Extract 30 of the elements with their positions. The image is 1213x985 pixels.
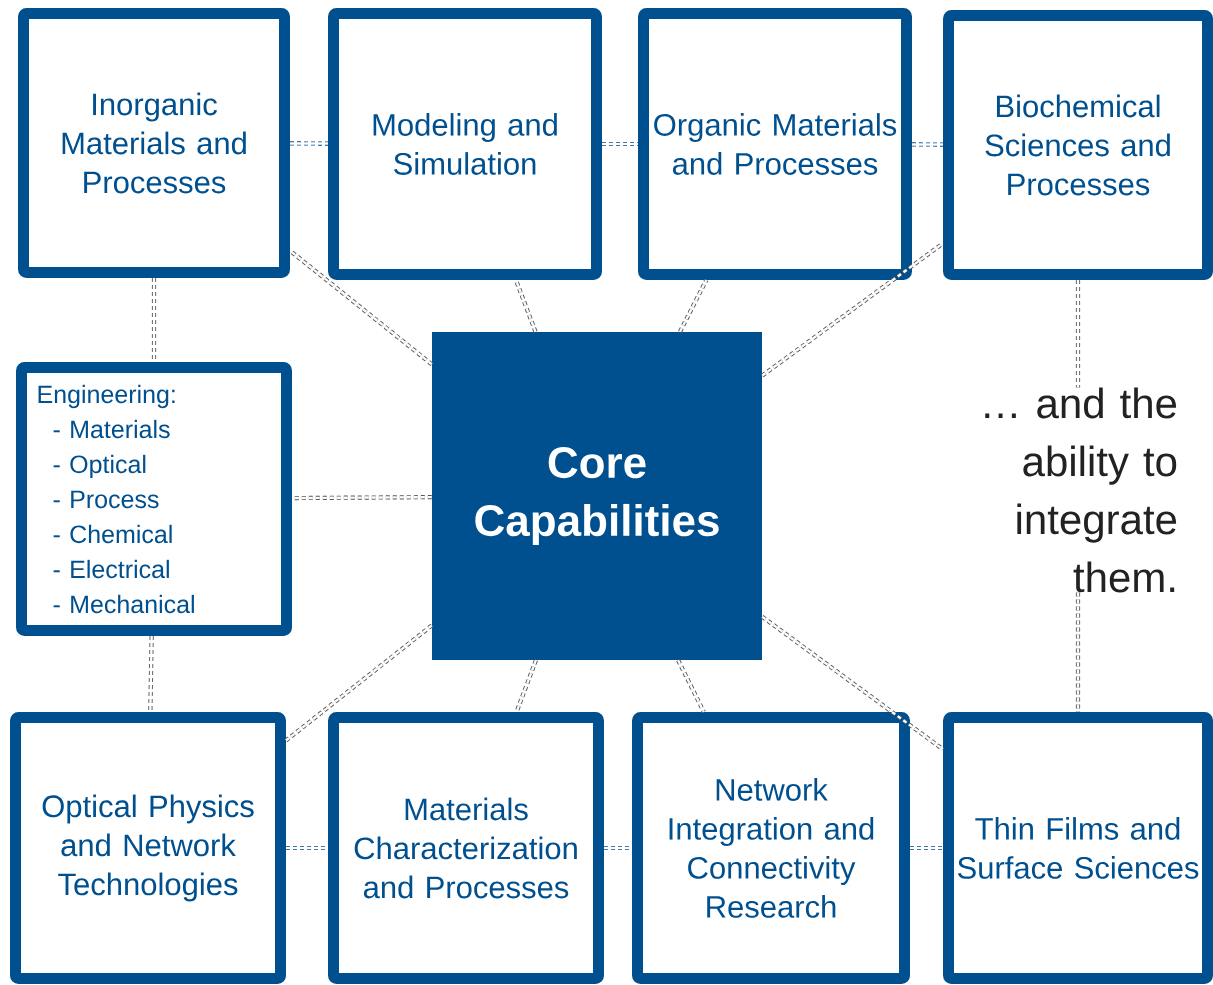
connector-line — [284, 623, 434, 743]
connector-line — [288, 249, 434, 366]
capability-box: Network Integration and Connectivity Research — [632, 712, 910, 984]
core-box: Core Capabilities — [432, 332, 762, 660]
connector-line — [678, 279, 709, 333]
engineering-box: Engineering: - Materials - Optical - Process - Chemical - Electrical - Mechanical — [16, 362, 292, 636]
capability-box: Biochemical Sciences and Processes — [943, 10, 1213, 280]
connector-line — [151, 278, 157, 362]
connector-line — [676, 659, 706, 713]
capability-box: Organic Materials and Processes — [638, 8, 912, 280]
capability-box: Modeling and Simulation — [328, 8, 602, 280]
connector-line — [910, 845, 943, 851]
connector-line — [290, 141, 328, 146]
connector-line — [514, 279, 538, 333]
connector-line — [1075, 592, 1081, 712]
connector-line — [602, 141, 638, 147]
capability-box: Thin Films and Surface Sciences — [943, 712, 1213, 984]
connector-line — [760, 241, 945, 378]
capability-box: Materials Characterization and Processes — [328, 712, 604, 984]
connector-line — [760, 615, 945, 752]
connector-line — [604, 845, 632, 851]
connector-line — [1075, 280, 1081, 388]
capability-box: Inorganic Materials and Processes — [18, 8, 290, 278]
capability-box: Optical Physics and Network Technologies — [10, 712, 286, 984]
connector-line — [292, 495, 432, 501]
note-text: … and the ability to integrate them. — [985, 387, 1177, 593]
connector-line — [912, 142, 943, 147]
connector-line — [148, 635, 154, 713]
connector-line — [286, 845, 328, 851]
connector-line — [514, 659, 538, 713]
